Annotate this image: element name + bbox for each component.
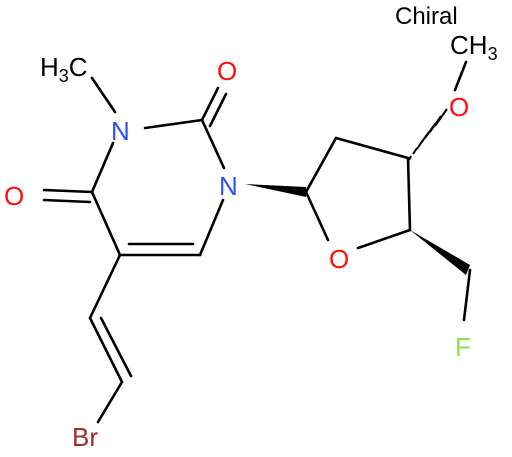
atom-o-carbonyl-top: O — [217, 56, 237, 86]
chiral-label: Chiral — [395, 3, 458, 30]
wedge-c4-c5 — [410, 230, 470, 275]
atom-o-ring: O — [329, 244, 349, 274]
atom-n1: N — [219, 171, 238, 201]
hash-c3-omethoxy — [408, 108, 448, 161]
bond-c4-o-a — [42, 188, 94, 194]
bond-n3-c4 — [90, 141, 115, 194]
bond-n1-c2 — [200, 118, 226, 170]
bond-vinyl-double-b — [99, 316, 133, 378]
bonds — [42, 60, 472, 424]
bond-n3-methyl — [90, 76, 117, 114]
atom-f: F — [455, 332, 471, 362]
wedge-n1-c1 — [245, 184, 306, 197]
bond-vinyl-br — [96, 380, 124, 424]
atom-n3: N — [111, 116, 130, 146]
methyl-n-label: H3C — [40, 52, 88, 86]
atom-o-carbonyl-left: O — [4, 181, 24, 211]
bond-ch2-f — [462, 268, 472, 322]
bond-vinyl-double-a — [88, 316, 124, 384]
atom-br: Br — [72, 422, 98, 452]
bond-c1-c2prime — [304, 136, 338, 194]
bond-c6-n1 — [198, 198, 225, 257]
bond-c3prime-c4prime — [406, 156, 412, 232]
bond-c2-o-b — [208, 92, 228, 128]
atom-o-methoxy: O — [449, 92, 469, 122]
bond-methoxy-ch3 — [453, 60, 468, 92]
bond-c5-vinyl — [88, 253, 122, 320]
bond-c2prime-c3prime — [334, 136, 410, 160]
bond-c4-o-b — [42, 198, 92, 204]
methyl-o-label: CH3 — [450, 30, 498, 64]
bond-c2-o-a — [200, 86, 220, 122]
bond-c4prime-oring — [356, 228, 412, 250]
bond-c2-n3 — [143, 118, 204, 130]
bond-oring-c1 — [304, 190, 330, 242]
atom-labels: Chiral O O N N O O F Br H3C CH3 — [4, 3, 498, 452]
bond-c4-c5 — [90, 190, 122, 257]
